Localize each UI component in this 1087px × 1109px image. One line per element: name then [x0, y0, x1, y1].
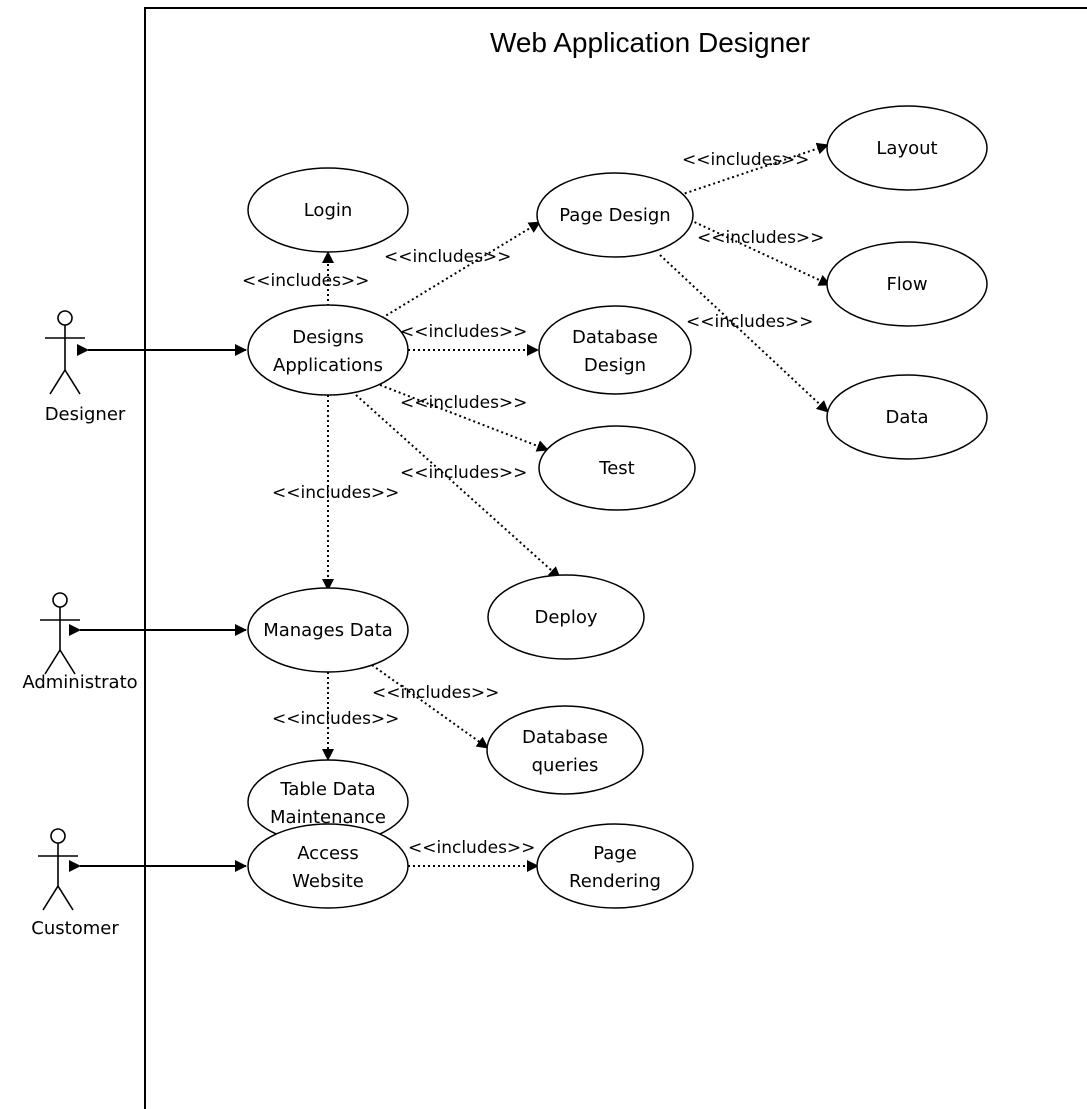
svg-text:Layout: Layout [876, 138, 937, 159]
include-test [379, 384, 549, 452]
actor-customer: Customer [31, 828, 119, 939]
actor-designer: Designer [45, 310, 126, 425]
svg-text:queries: queries [532, 755, 599, 776]
svg-text:Database: Database [522, 727, 608, 748]
svg-text:Flow: Flow [886, 274, 927, 295]
svg-text:Designs: Designs [292, 327, 364, 348]
actor-administrator: Administrato [22, 592, 138, 693]
include-relations [322, 142, 831, 872]
include-label: <<includes>> [272, 483, 399, 503]
include-label: <<includes>> [682, 150, 809, 170]
svg-text:Page Design: Page Design [559, 205, 670, 226]
svg-text:Maintenance: Maintenance [270, 807, 386, 828]
use-case-data: Data [826, 374, 988, 460]
include-deploy [355, 394, 561, 579]
svg-text:Design: Design [584, 355, 646, 376]
use-case-test: Test [538, 425, 696, 511]
include-page-design [381, 221, 541, 319]
use-case-login: Login [247, 167, 409, 253]
use-case-page-design: Page Design [536, 172, 694, 258]
actor-administrator-label: Administrato [22, 672, 137, 693]
include-label: <<includes>> [242, 271, 369, 291]
use-case-label: Website [292, 871, 364, 892]
include-label: <<includes>> [400, 322, 527, 342]
include-label: <<includes>> [408, 838, 535, 858]
include-layout [679, 142, 829, 196]
include-label: <<includes>> [372, 683, 499, 703]
use-case-label: Rendering [569, 871, 661, 892]
use-case-flow: Flow [826, 241, 988, 327]
include-label: <<includes>> [400, 463, 527, 483]
actor-designer-label: Designer [45, 404, 126, 425]
use-case-manages-data: Manages Data [247, 587, 409, 673]
include-labels: <<includes>> <<includes>> <<includes>> <… [242, 150, 824, 858]
use-case-designs-applications: Designs Applications [247, 304, 409, 396]
svg-text:Database: Database [572, 327, 658, 348]
use-case-layout: Layout [826, 105, 988, 191]
use-case-database-design: Database Design [538, 305, 692, 395]
include-label: <<includes>> [686, 312, 813, 332]
svg-text:Login: Login [304, 200, 353, 221]
svg-text:Deploy: Deploy [534, 607, 597, 628]
include-label: <<includes>> [697, 228, 824, 248]
include-flow [689, 219, 831, 286]
use-case-deploy: Deploy [487, 574, 645, 660]
svg-text:Table Data: Table Data [279, 779, 375, 800]
system-title: Web Application Designer [490, 27, 810, 58]
use-case-database-queries: Database queries [486, 705, 644, 795]
include-database-queries [371, 664, 489, 749]
svg-text:Test: Test [598, 458, 634, 479]
svg-text:Manages Data: Manages Data [263, 620, 393, 641]
include-label: <<includes>> [400, 393, 527, 413]
include-label: <<includes>> [384, 247, 511, 267]
svg-text:Applications: Applications [273, 355, 383, 376]
system-boundary [144, 7, 1087, 1109]
use-case-label: Access [297, 843, 359, 864]
svg-text:Data: Data [886, 407, 929, 428]
include-data [659, 254, 829, 413]
actor-associations [69, 344, 247, 872]
use-case-table-data-maintenance: Table Data Maintenance [247, 759, 409, 845]
include-label: <<includes>> [272, 709, 399, 729]
actor-customer-label: Customer [31, 918, 119, 939]
use-case-label: Page [593, 843, 637, 864]
